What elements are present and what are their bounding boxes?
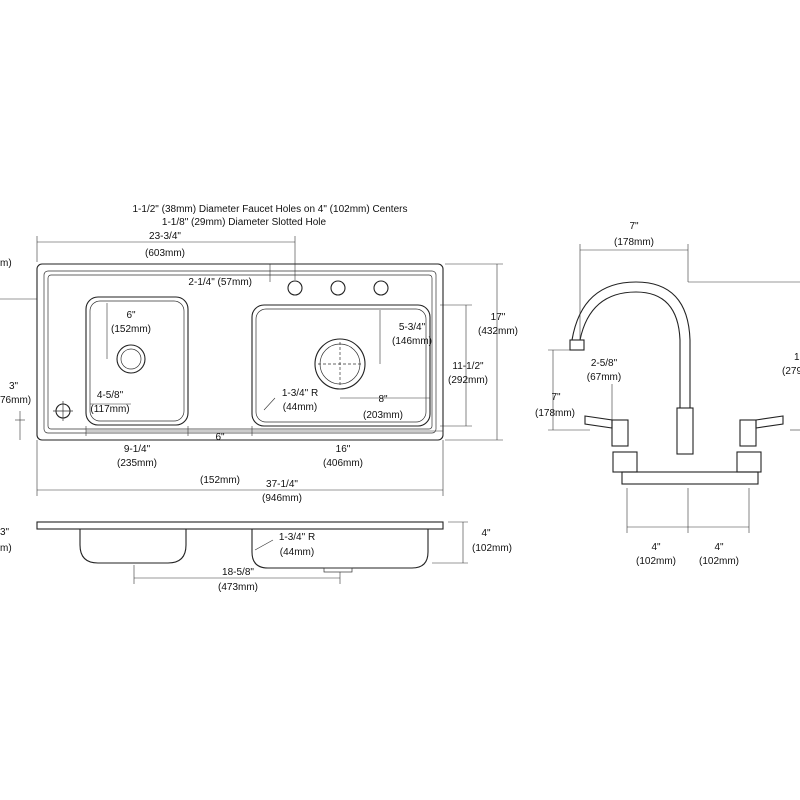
- left-drain: [116, 344, 146, 374]
- sink-deck: [47, 274, 433, 430]
- label-right-drain-offset: 8": [378, 394, 388, 405]
- left-bowl-inner: [89, 300, 185, 422]
- label-side-partial-b: m): [0, 543, 12, 554]
- label-body-height-mm: (178mm): [535, 408, 575, 419]
- label-right-bowl-width: 16": [336, 444, 351, 455]
- faucet-spout-outer: [571, 281, 691, 408]
- right-shank: [736, 451, 762, 473]
- right-valve: [739, 419, 757, 447]
- right-handle: [755, 415, 784, 429]
- label-left-edge-a-mm: 76mm): [0, 395, 31, 406]
- label-spout-reach-mm: (178mm): [614, 237, 654, 248]
- label-right-drain-setback-mm: (146mm): [392, 336, 432, 347]
- label-overall-width: 37-1/4": [266, 479, 298, 490]
- label-bowl-depth-mm: (102mm): [472, 543, 512, 554]
- label-body-height: 7": [551, 392, 561, 403]
- left-handle: [584, 415, 613, 429]
- label-faucet-center-mm: (603mm): [145, 248, 185, 259]
- label-center-divider: 6": [215, 432, 225, 443]
- label-left-bowl-depth-mm: (152mm): [111, 324, 151, 335]
- label-right-bowl-width-mm: (406mm): [323, 458, 363, 469]
- faucet-elevation: [548, 244, 800, 533]
- label-side-corner-radius: 1-3/4" R: [279, 532, 315, 543]
- note-slotted-hole: 1-1/8" (29mm) Diameter Slotted Hole: [162, 217, 327, 228]
- label-left-edge-a: 3": [9, 381, 19, 392]
- label-faucet-setback: 2-1/4" (57mm): [188, 277, 252, 288]
- left-bowl: [85, 296, 189, 426]
- label-overall-depth: 17": [491, 312, 506, 323]
- supply-bridge: [621, 471, 759, 485]
- label-left-drain-offset: 4-5/8": [97, 390, 124, 401]
- label-left-drain-offset-mm: (117mm): [90, 404, 129, 415]
- right-bowl-inner: [255, 308, 427, 423]
- label-overall-width-mm: (946mm): [262, 493, 302, 504]
- label-overall-depth-mm: (432mm): [478, 326, 518, 337]
- label-left-bowl-depth: 6": [126, 310, 136, 321]
- label-right-drain-setback: 5-3/4": [399, 322, 426, 333]
- label-center-left-mm: (102mm): [636, 556, 676, 567]
- label-center-right: 4": [714, 542, 724, 553]
- side-rim: [36, 521, 444, 530]
- right-drain: [314, 338, 366, 390]
- label-bowl-length: 11-1/2": [452, 361, 484, 372]
- label-left-bowl-width: 9-1/4": [124, 444, 151, 455]
- faucet-spout-inner: [579, 291, 681, 408]
- left-valve: [611, 419, 629, 447]
- label-center-right-mm: (102mm): [699, 556, 739, 567]
- sink-side-view: [36, 521, 468, 584]
- left-shank: [612, 451, 638, 473]
- faucet-hole-2: [330, 280, 346, 296]
- faucet-hole-1: [287, 280, 303, 296]
- sink-top-view: [0, 236, 503, 496]
- side-left-bowl: [79, 529, 187, 564]
- label-handle-height-mm: (67mm): [587, 372, 621, 383]
- label-faucet-center: 23-3/4": [149, 231, 181, 242]
- label-left-bowl-width-mm: (235mm): [117, 458, 157, 469]
- label-drain-spacing: 18-5/8": [222, 567, 254, 578]
- sink-inner-rim: [43, 270, 437, 434]
- label-side-corner-radius-mm: (44mm): [280, 547, 314, 558]
- label-center-left: 4": [651, 542, 661, 553]
- label-corner-radius: 1-3/4" R: [282, 388, 318, 399]
- sink-outline: [36, 263, 444, 441]
- label-right-drain-offset-mm: (203mm): [363, 410, 403, 421]
- left-drain-inner: [120, 348, 142, 370]
- note-faucet-holes: 1-1/2" (38mm) Diameter Faucet Holes on 4…: [133, 204, 408, 215]
- label-center-divider-mm: (152mm): [200, 475, 240, 486]
- label-faucet-right-partial-b: (279: [782, 366, 800, 377]
- side-drain: [323, 567, 353, 573]
- label-faucet-right-partial-a: 1: [794, 352, 800, 363]
- label-bowl-length-mm: (292mm): [448, 375, 488, 386]
- right-bowl: [251, 304, 431, 427]
- label-spout-reach: 7": [629, 221, 639, 232]
- faucet-body: [676, 407, 694, 455]
- label-side-partial-a: 3": [0, 527, 10, 538]
- label-corner-radius-mm: (44mm): [283, 402, 317, 413]
- faucet-aerator: [569, 339, 585, 351]
- faucet-hole-3: [373, 280, 389, 296]
- label-drain-spacing-mm: (473mm): [218, 582, 258, 593]
- label-left-edge-partial: m): [0, 258, 12, 269]
- label-handle-height: 2-5/8": [591, 358, 618, 369]
- label-bowl-depth: 4": [481, 528, 491, 539]
